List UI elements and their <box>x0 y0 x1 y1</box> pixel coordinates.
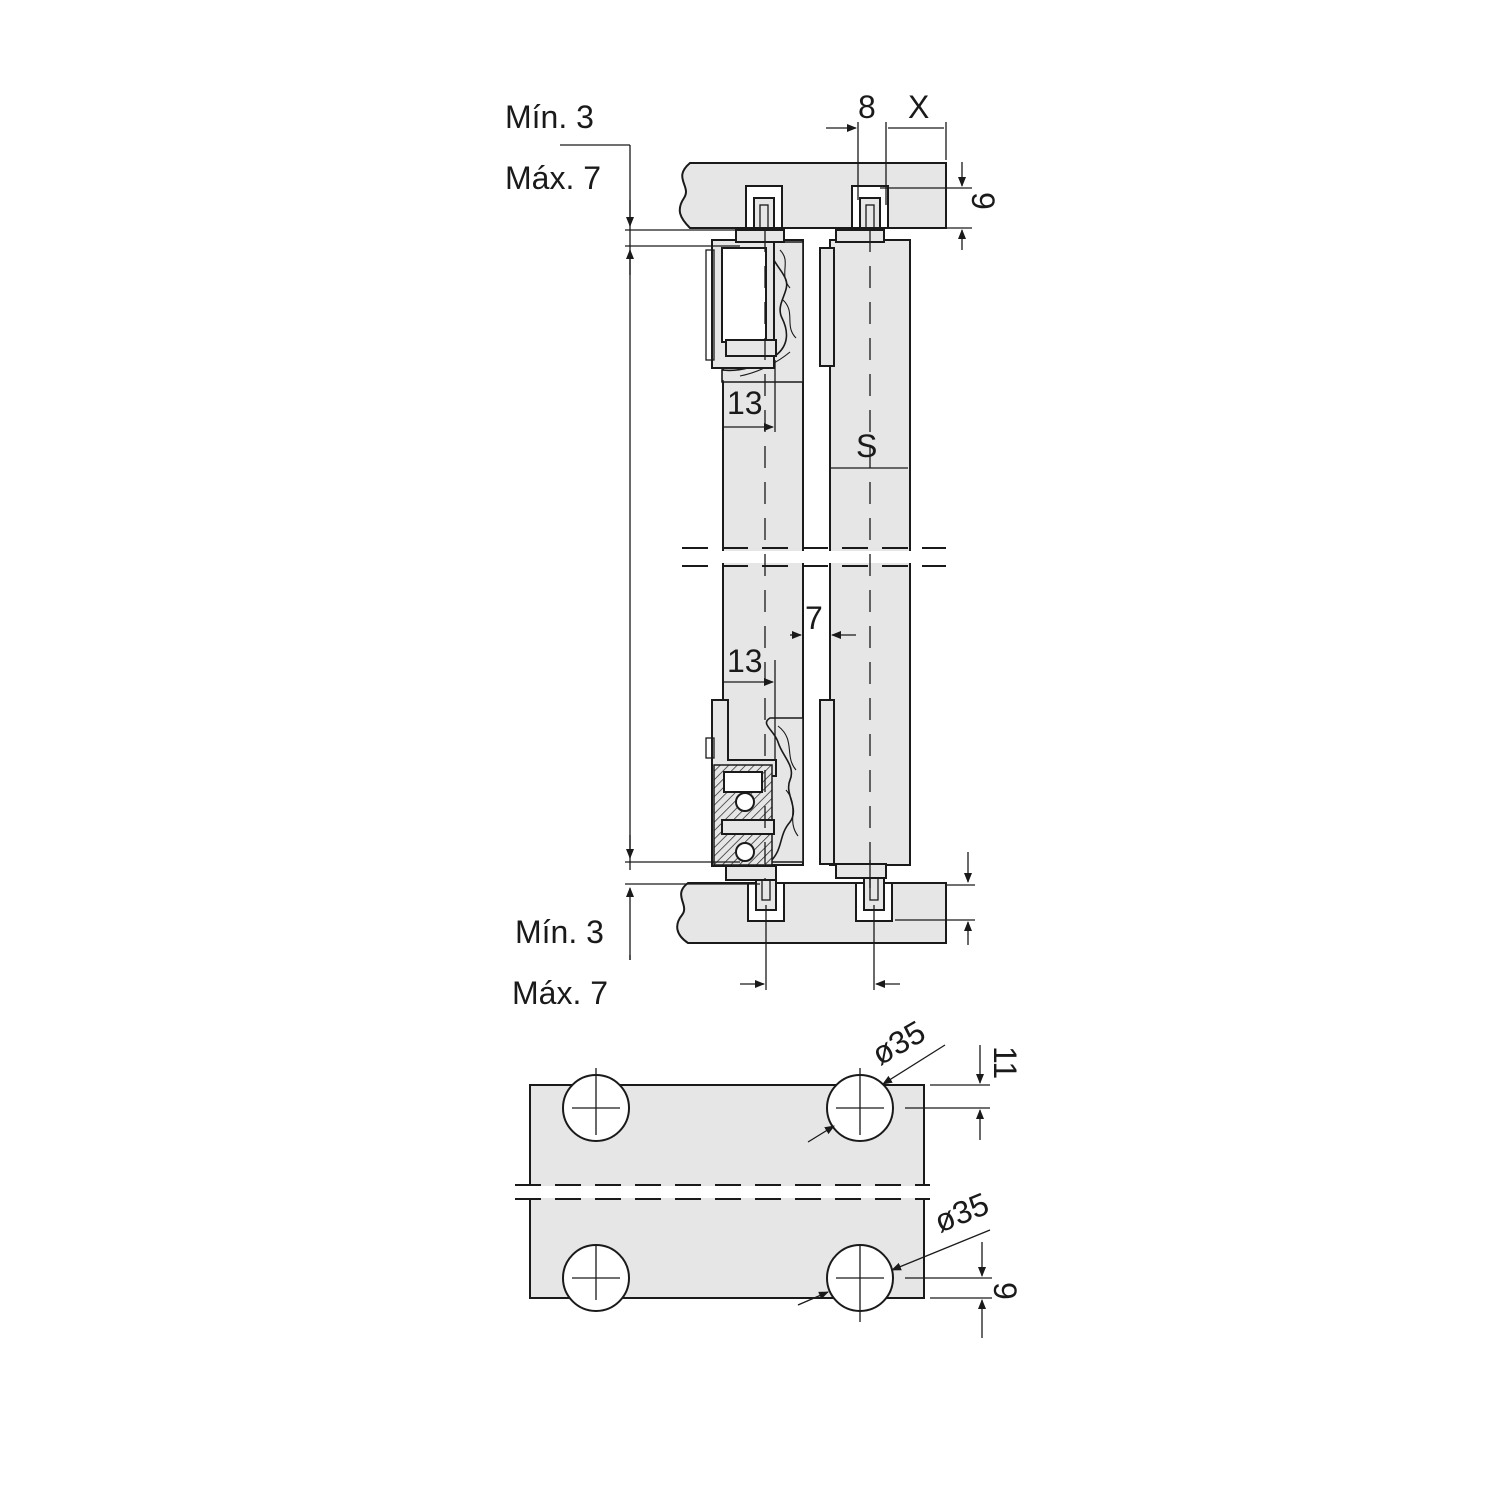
dim-11-label: 11 <box>987 1046 1023 1079</box>
dimension-13-upper <box>722 360 776 432</box>
dimension-8-and-x <box>826 122 947 205</box>
dim-13-lower-label: 13 <box>727 643 763 679</box>
dim-9-bottom-label: 9 <box>987 1282 1023 1300</box>
door-plan-view <box>515 1068 930 1322</box>
hinge-hole-top-left <box>562 1068 630 1142</box>
hinge-hole-top-right <box>826 1068 894 1142</box>
diameter-top-leader <box>807 1044 946 1143</box>
dim-x-label: X <box>908 89 929 125</box>
top-rail-slot-right <box>851 185 889 231</box>
dia-bottom-label: ø35 <box>929 1185 994 1239</box>
dimension-11 <box>905 1045 990 1140</box>
dimension-13-lower <box>722 660 776 760</box>
bottom-max-label: Máx. 7 <box>512 975 608 1011</box>
dia-top-label: ø35 <box>866 1013 932 1072</box>
top-gap-dimension <box>560 144 760 870</box>
dim-13-upper-label: 13 <box>727 385 763 421</box>
dim-7-label: 7 <box>805 600 823 636</box>
bottom-rail-dimension <box>740 852 975 990</box>
rear-door-top-fitting <box>705 229 785 369</box>
hinge-hole-bottom-right <box>826 1244 894 1322</box>
top-max-label: Máx. 7 <box>505 160 601 196</box>
bottom-min-label: Mín. 3 <box>515 914 604 950</box>
door-break-line <box>682 547 946 567</box>
top-rail <box>678 162 947 231</box>
diameter-bottom-leader <box>797 1229 991 1306</box>
bottom-gap-dimension <box>625 835 760 960</box>
dim-9-top-label: 9 <box>965 192 1001 210</box>
top-min-label: Mín. 3 <box>505 99 594 135</box>
dim-s-label: S <box>856 428 877 464</box>
dim-8-label: 8 <box>858 89 876 125</box>
hinge-hole-bottom-left <box>562 1244 630 1312</box>
rear-door-bottom-roller <box>705 699 777 881</box>
bottom-rail <box>676 869 947 944</box>
top-rail-slot-left <box>745 185 783 231</box>
dimension-9-bottom <box>905 1242 992 1338</box>
dimension-9-top <box>880 162 972 250</box>
